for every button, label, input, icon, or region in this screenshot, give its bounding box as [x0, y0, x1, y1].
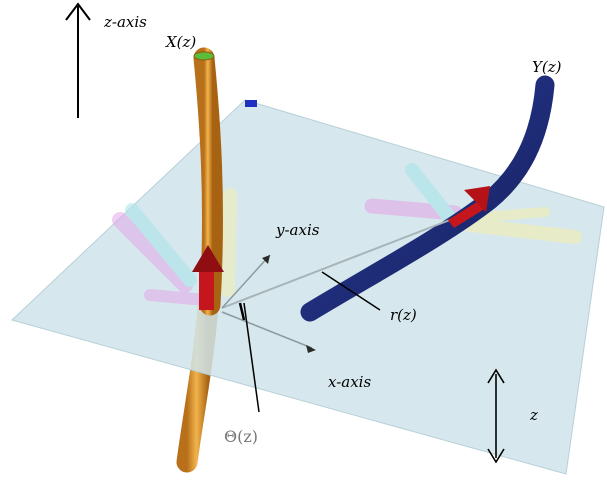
theta-label: Θ(z) [224, 427, 258, 446]
y-z-label: Y(z) [532, 58, 562, 76]
z-axis-arrow [65, 2, 91, 118]
plane [11, 99, 605, 475]
arrow-on-y [448, 186, 490, 228]
y-axis-label: y-axis [275, 221, 320, 239]
z-label: z [529, 406, 538, 424]
shadow-streaks-right [364, 163, 582, 244]
x-axis-pointer [221, 311, 316, 353]
x-axis-label: x-axis [328, 373, 371, 391]
r-label: r(z) [390, 306, 417, 324]
r-leader [321, 271, 381, 311]
tube-x-cap [193, 51, 215, 61]
y-axis-pointer [221, 254, 271, 309]
theta-marker [238, 302, 260, 413]
shadow-streaks-left [112, 188, 237, 306]
x-z-label: X(z) [165, 33, 196, 51]
r-line [221, 217, 456, 309]
z-axis-label: z-axis [103, 13, 147, 31]
z-double-arrow [487, 368, 505, 464]
arrow-on-x [192, 245, 224, 310]
plane-corner-marker [245, 100, 257, 107]
